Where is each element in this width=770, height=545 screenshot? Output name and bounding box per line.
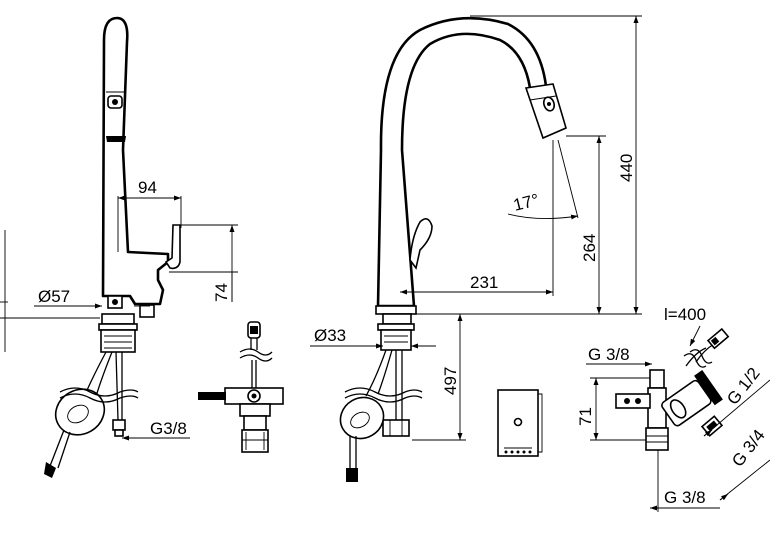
- g38-top-label: G 3/8: [588, 345, 630, 364]
- dim-440-label: 440: [617, 154, 636, 182]
- dimension-74: 74: [169, 224, 238, 302]
- faucet-side-view: [0, 16, 181, 478]
- thread-g38-bottom: G 3/8: [650, 450, 720, 512]
- dim-231-label: 231: [470, 273, 498, 292]
- valve-detail-right: [615, 327, 730, 451]
- dim-57-label: Ø57: [38, 287, 70, 306]
- thread-g38-top: G 3/8: [586, 345, 652, 367]
- g34-label: G 3/4: [728, 426, 769, 470]
- dimension-264: 264: [566, 135, 606, 314]
- thread-g34: G 3/4: [719, 426, 770, 501]
- dim-264-label: 264: [580, 234, 599, 262]
- dimension-71: 71: [576, 377, 650, 441]
- dim-497-label: 497: [441, 367, 460, 395]
- dim-33-label: Ø33: [314, 326, 346, 345]
- dim-94-label: 94: [138, 178, 157, 197]
- faucet-front-view: [339, 16, 567, 482]
- dimension-231: 231: [400, 273, 553, 295]
- g12-label: G 1/2: [723, 364, 764, 408]
- dimension-94: 94: [117, 178, 182, 252]
- dimension-497: 497: [412, 314, 466, 441]
- dimension-440: 440: [416, 15, 642, 315]
- dimension-diameter-57: Ø57: [0, 230, 150, 352]
- dim-17-label: 17°: [511, 190, 541, 215]
- l400-label: l=400: [664, 305, 706, 324]
- control-box: [497, 389, 543, 457]
- dim-74-label: 74: [212, 283, 231, 302]
- dimension-angle-17: 17°: [507, 139, 579, 296]
- dim-71-label: 71: [576, 407, 595, 426]
- valve-assembly-left: [198, 321, 284, 453]
- g38-bottom-label: G 3/8: [664, 488, 706, 507]
- thread-g38-left: G3/8: [122, 419, 190, 441]
- dimension-diameter-33: Ø33: [310, 326, 436, 349]
- dimension-l400: l=400: [664, 305, 706, 347]
- g38-left-label: G3/8: [150, 419, 187, 438]
